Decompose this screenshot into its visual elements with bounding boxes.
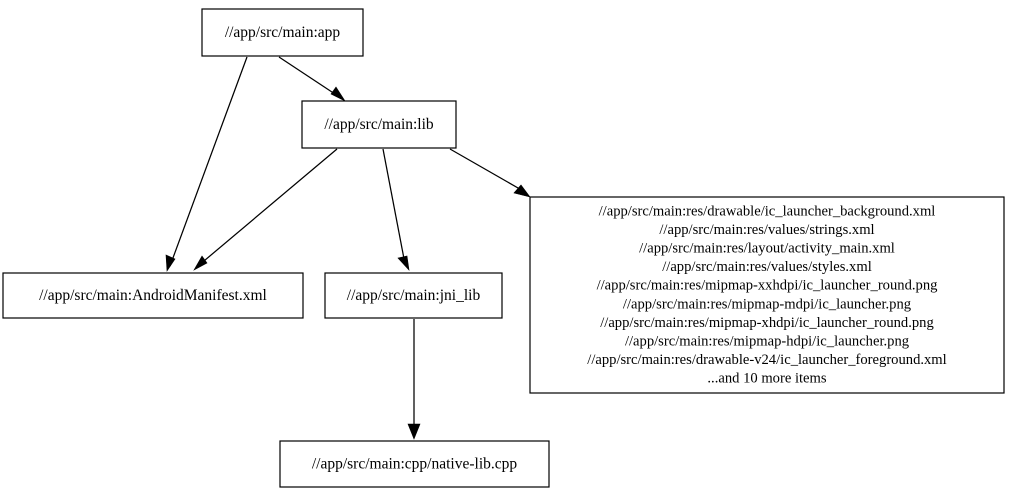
graph-node-resources[interactable]: //app/src/main:res/drawable/ic_launcher_… bbox=[529, 196, 1005, 394]
node-label: //app/src/main:cpp/native-lib.cpp bbox=[312, 456, 518, 473]
graph-edge-app-to-manifest bbox=[165, 56, 248, 272]
graph-node-jni_lib[interactable]: //app/src/main:jni_lib bbox=[324, 272, 503, 319]
graph-node-manifest[interactable]: //app/src/main:AndroidManifest.xml bbox=[2, 272, 304, 319]
arrowhead-icon bbox=[193, 255, 208, 271]
graph-edge-lib-to-jni-lib bbox=[382, 148, 410, 271]
node-label-line: //app/src/main:res/drawable-v24/ic_launc… bbox=[587, 352, 946, 368]
arrowhead-icon bbox=[330, 86, 346, 102]
node-box[interactable] bbox=[324, 272, 503, 319]
graph-node-app[interactable]: //app/src/main:app bbox=[201, 8, 364, 57]
node-box[interactable] bbox=[279, 440, 550, 488]
edge-line bbox=[169, 56, 248, 267]
graph-edge-lib-to-manifest bbox=[193, 148, 338, 271]
graph-edge-lib-to-resources bbox=[449, 148, 531, 198]
node-label-line: //app/src/main:res/values/strings.xml bbox=[659, 222, 874, 238]
edge-line bbox=[382, 148, 406, 265]
node-box[interactable] bbox=[201, 8, 364, 57]
node-label: //app/src/main:lib bbox=[324, 116, 434, 133]
arrowhead-icon bbox=[397, 255, 410, 271]
node-label-line: //app/src/main:res/mipmap-hdpi/ic_launch… bbox=[625, 334, 910, 350]
arrowhead-icon bbox=[513, 184, 531, 198]
graph-node-lib[interactable]: //app/src/main:lib bbox=[301, 100, 457, 149]
node-label-line: //app/src/main:res/mipmap-xxhdpi/ic_laun… bbox=[597, 278, 939, 294]
node-label-line: //app/src/main:res/layout/activity_main.… bbox=[639, 241, 895, 257]
node-label: //app/src/main:jni_lib bbox=[347, 287, 481, 304]
node-box[interactable] bbox=[301, 100, 457, 149]
node-label-line: //app/src/main:res/drawable/ic_launcher_… bbox=[599, 203, 936, 219]
node-label: //app/src/main:AndroidManifest.xml bbox=[39, 287, 267, 304]
edge-line bbox=[197, 148, 338, 267]
node-label-line: //app/src/main:res/values/styles.xml bbox=[662, 259, 872, 275]
node-label-multiline: //app/src/main:res/drawable/ic_launcher_… bbox=[587, 203, 946, 386]
arrowhead-icon bbox=[407, 423, 421, 440]
graph-node-native_lib[interactable]: //app/src/main:cpp/native-lib.cpp bbox=[279, 440, 550, 488]
edge-line bbox=[278, 56, 342, 99]
graph-edge-jni-lib-to-native bbox=[407, 319, 421, 440]
arrowhead-icon bbox=[165, 254, 176, 272]
node-label-line: //app/src/main:res/mipmap-mdpi/ic_launch… bbox=[623, 296, 912, 312]
node-label-line: ...and 10 more items bbox=[707, 371, 826, 387]
edges-layer bbox=[165, 56, 531, 440]
nodes-layer: //app/src/main:app //app/src/main:lib //ap… bbox=[2, 8, 1005, 488]
node-box[interactable] bbox=[529, 196, 1005, 394]
node-box[interactable] bbox=[2, 272, 304, 319]
node-label-line: //app/src/main:res/mipmap-xhdpi/ic_launc… bbox=[600, 315, 934, 331]
node-label: //app/src/main:app bbox=[225, 24, 341, 41]
graph-edge-app-to-lib bbox=[278, 56, 346, 102]
edge-line bbox=[449, 148, 526, 193]
